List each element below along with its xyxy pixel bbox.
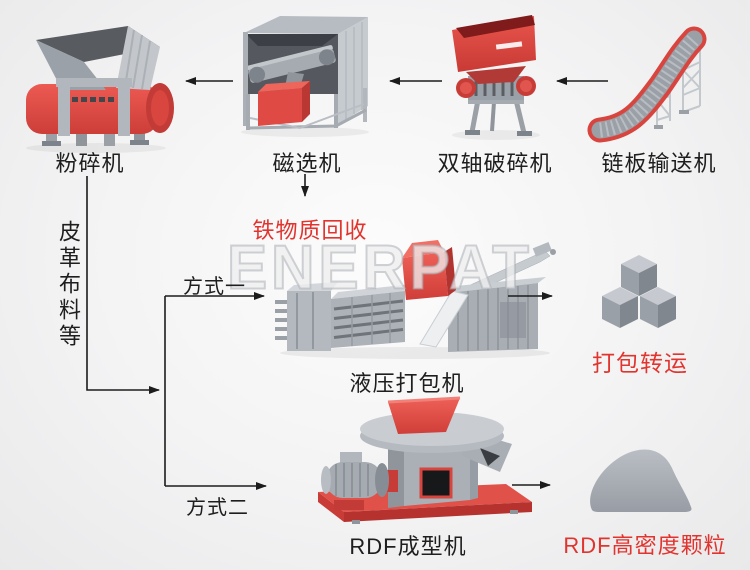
iron-recovery-label: 铁物质回收 [252, 218, 368, 243]
rdf-pellets-label: RDF高密度颗粒 [563, 533, 727, 558]
enerpat-watermark: ENERPAT [226, 232, 533, 303]
hydraulic-baler-illustration [275, 240, 556, 359]
dual-shaft-shredder-illustration [452, 15, 540, 140]
magnetic-separator-illustration [241, 16, 369, 137]
chain-conveyor-label: 链板输送机 [601, 151, 717, 176]
chain-conveyor-illustration [587, 26, 707, 143]
method-two-label: 方式二 [186, 497, 249, 519]
rdf-machine-illustration [318, 396, 532, 524]
crusher-illustration [26, 26, 174, 153]
baling-transfer-label: 打包转运 [592, 350, 688, 376]
method-one-label: 方式一 [183, 276, 246, 298]
bales-illustration [602, 255, 676, 328]
pellet-mound-illustration [590, 449, 692, 512]
flow-arrows [86, 77, 608, 490]
magnetic-separator-label: 磁选机 [272, 151, 342, 176]
rdf-machine-label: RDF成型机 [349, 534, 467, 559]
input-material-label: 皮革布料等 [56, 220, 81, 350]
dual-shaft-shredder-label: 双轴破碎机 [437, 151, 553, 176]
crusher-label: 粉碎机 [55, 151, 125, 176]
hydraulic-baler-label: 液压打包机 [349, 371, 465, 396]
